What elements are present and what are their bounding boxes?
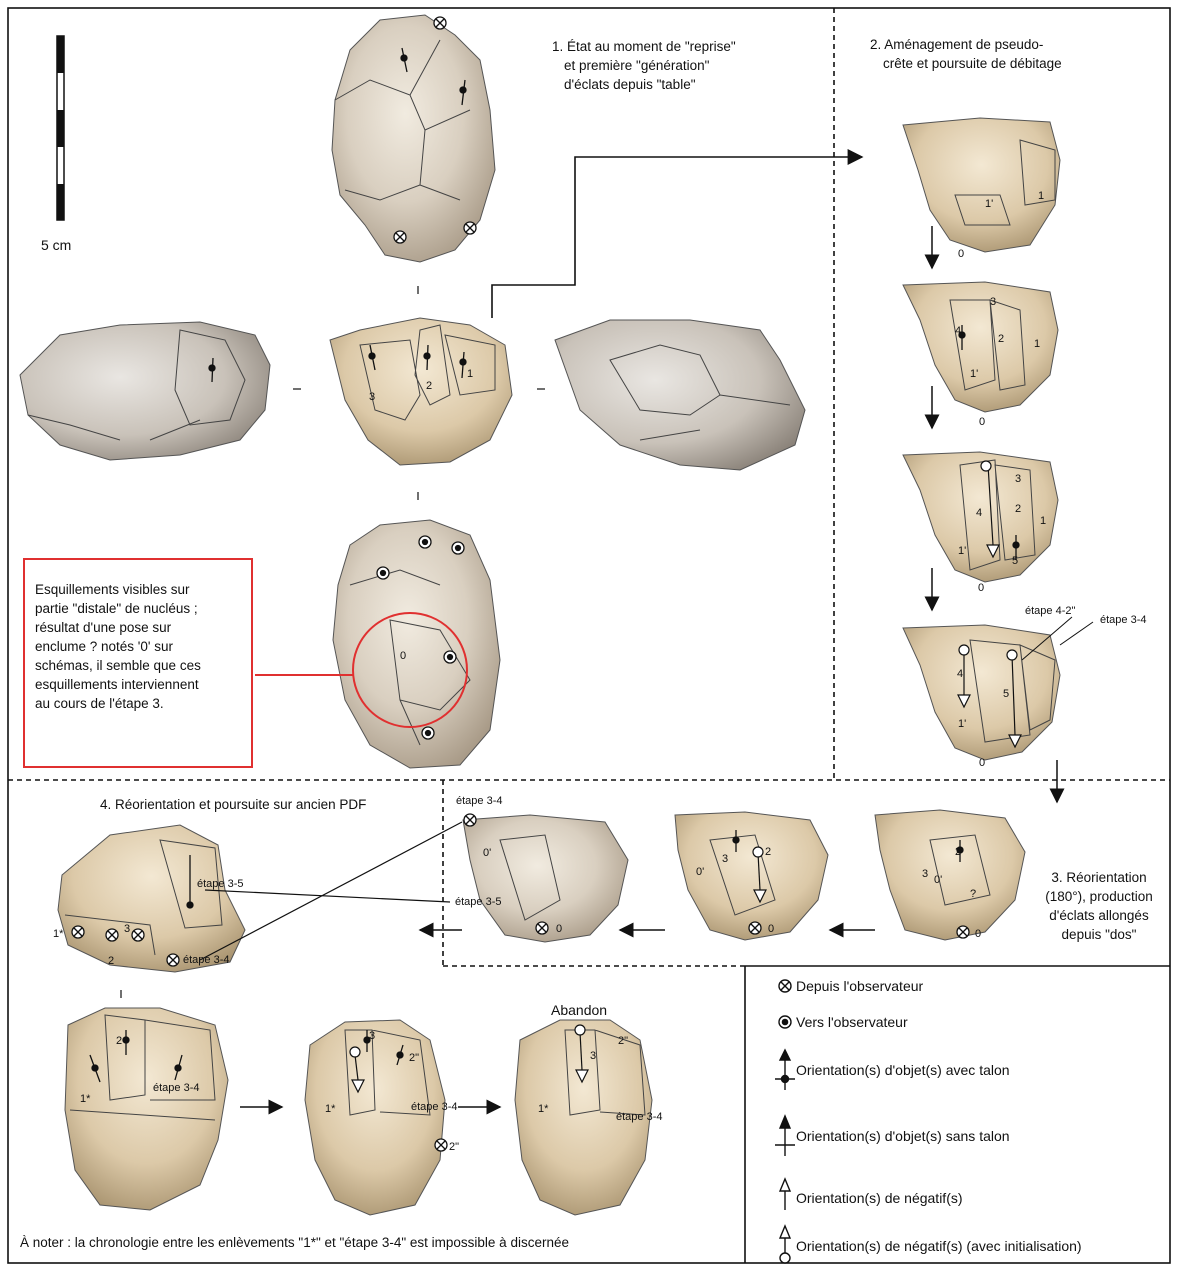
label-0: 0 xyxy=(768,923,774,935)
legend-item-toward-observer: Vers l'observateur xyxy=(756,1008,908,1036)
connector-step1-step2 xyxy=(492,157,862,318)
label-2-dprime: 2" xyxy=(409,1052,419,1064)
label-5: 5 xyxy=(1012,555,1018,567)
step4-title: 4. Réorientation et poursuite sur ancien… xyxy=(100,795,366,814)
label-0-prime: 0' xyxy=(483,847,491,859)
label-1-prime: 1' xyxy=(958,545,966,557)
label-1-prime: 1' xyxy=(958,718,966,730)
label-2-dprime: 2" xyxy=(618,1035,628,1047)
label-0: 0 xyxy=(556,923,562,935)
step1-title: 1. État au moment de "reprise" et premiè… xyxy=(552,37,736,94)
label-0: 0 xyxy=(958,248,964,260)
label-2: 2 xyxy=(116,1035,122,1047)
label-0-prime: 0' xyxy=(934,874,942,886)
label-0: 0 xyxy=(979,416,985,428)
label-3: 3 xyxy=(124,923,130,935)
scale-bar xyxy=(57,36,64,220)
legend-item-negative-initialisation: Orientation(s) de négatif(s) (avec initi… xyxy=(756,1232,1082,1260)
label-2-dprime: 2" xyxy=(449,1141,459,1153)
label-etape-3-5: étape 3-5 xyxy=(455,896,501,908)
label-0-prime: 0' xyxy=(696,866,704,878)
label-1: 1 xyxy=(1038,190,1044,202)
step2-title: 2. Aménagement de pseudo- crête et pours… xyxy=(870,35,1062,73)
panel2-stones xyxy=(903,118,1060,760)
label-0: 0 xyxy=(975,928,981,940)
label-etape-3-4: étape 3-4 xyxy=(183,954,229,966)
label-etape-3-4: étape 3-4 xyxy=(456,795,502,807)
legend-item-from-observer: Depuis l'observateur xyxy=(756,972,923,1000)
label-1-star: 1* xyxy=(325,1103,335,1115)
label-3: 3 xyxy=(1015,473,1021,485)
label-1: 1 xyxy=(1040,515,1046,527)
scale-label: 5 cm xyxy=(41,236,71,255)
label-1: 1 xyxy=(467,368,473,380)
label-1-prime: 1' xyxy=(970,368,978,380)
label-5: 5 xyxy=(1003,688,1009,700)
label-2: 2 xyxy=(955,846,961,858)
stone-side-right xyxy=(555,320,805,470)
label-4: 4 xyxy=(976,507,982,519)
label-etape-3-4: étape 3-4 xyxy=(411,1101,457,1113)
label-1-star: 1* xyxy=(538,1103,548,1115)
stone-front-center xyxy=(330,318,512,465)
label-2: 2 xyxy=(998,333,1004,345)
stone-side-left xyxy=(20,322,270,460)
label-question: ? xyxy=(970,888,976,900)
label-etape-3-5: étape 3-5 xyxy=(197,878,243,890)
label-3: 3 xyxy=(369,391,375,403)
label-1-prime: 1' xyxy=(985,198,993,210)
label-3: 3 xyxy=(590,1050,596,1062)
note-box: Esquillements visibles sur partie "dista… xyxy=(23,558,253,768)
label-0: 0 xyxy=(978,582,984,594)
legend-item-with-butt: Orientation(s) d'objet(s) avec talon xyxy=(756,1056,1010,1084)
label-2: 2 xyxy=(765,846,771,858)
panel4-pointer-lines xyxy=(200,822,462,960)
label-2: 2 xyxy=(108,955,114,967)
footnote: À noter : la chronologie entre les enlèv… xyxy=(20,1233,569,1252)
label-3: 3 xyxy=(922,868,928,880)
legend-item-negative: Orientation(s) de négatif(s) xyxy=(756,1184,963,1212)
label-1-star: 1* xyxy=(53,928,63,940)
abandon-label: Abandon xyxy=(551,1001,607,1020)
label-etape-4-2: étape 4-2" xyxy=(1025,605,1075,617)
label-3: 3 xyxy=(369,1030,375,1042)
label-0: 0 xyxy=(400,650,406,662)
label-3: 3 xyxy=(990,296,996,308)
label-4: 4 xyxy=(955,325,961,337)
label-etape-3-4: étape 3-4 xyxy=(153,1082,199,1094)
label-2: 2 xyxy=(426,380,432,392)
label-etape-3-4: étape 3-4 xyxy=(616,1111,662,1123)
step3-title: 3. Réorientation (180°), production d'éc… xyxy=(1028,868,1170,944)
label-1-star: 1* xyxy=(80,1093,90,1105)
label-1: 1 xyxy=(1034,338,1040,350)
label-etape-3-4: étape 3-4 xyxy=(1100,614,1146,626)
label-2: 2 xyxy=(1015,503,1021,515)
label-4: 4 xyxy=(957,668,963,680)
label-0: 0 xyxy=(979,757,985,769)
legend-item-without-butt: Orientation(s) d'objet(s) sans talon xyxy=(756,1122,1010,1150)
label-3: 3 xyxy=(722,853,728,865)
stone-bottom-view xyxy=(333,520,500,768)
